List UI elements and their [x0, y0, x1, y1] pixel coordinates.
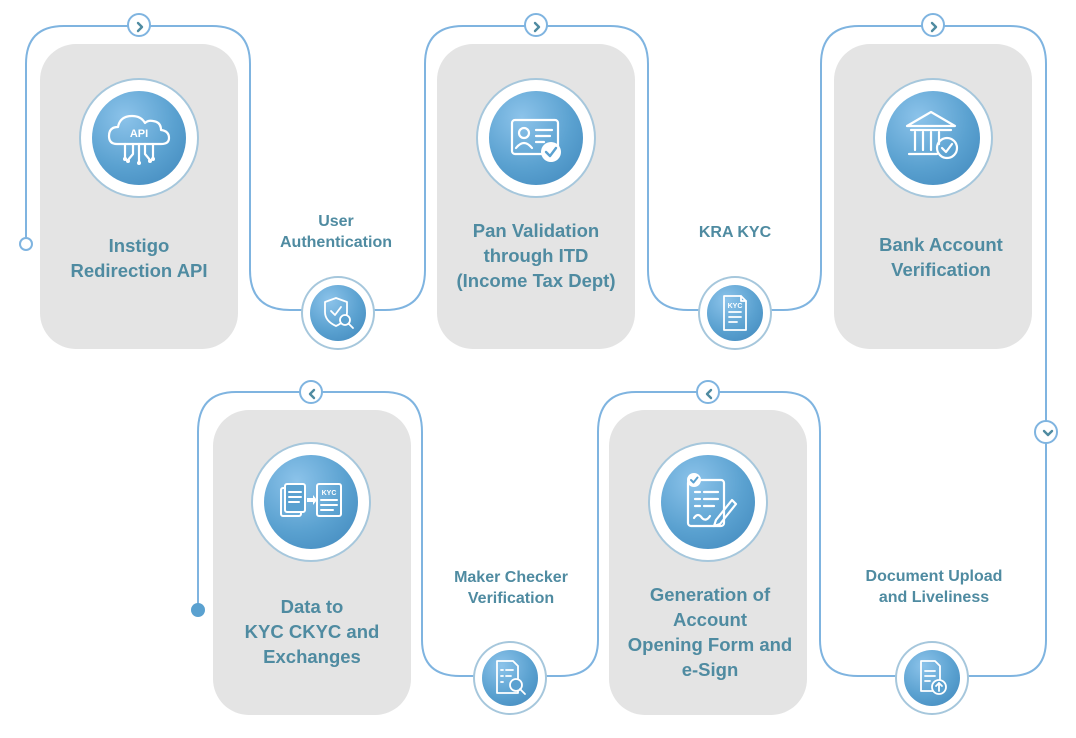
kyc-document-icon: KYC [700, 278, 770, 348]
arrow-right-icon [524, 13, 548, 37]
document-upload-icon [897, 643, 967, 713]
title-bank-verification: Bank Account Verification [879, 234, 1003, 280]
id-card-check-icon [478, 80, 594, 196]
svg-text:KYC: KYC [322, 490, 337, 497]
label-kra-kyc: KRA KYC [698, 224, 772, 241]
api-cloud-icon: API [81, 80, 197, 196]
title-instigo: Instigo Redirection API [70, 235, 208, 281]
label-document-upload: Document Upload and Liveliness [865, 568, 1003, 606]
arrow-right-icon [127, 13, 151, 37]
arrow-left-icon [696, 380, 720, 404]
title-pan-validation: Pan Validation through ITD (Income Tax D… [456, 220, 616, 291]
form-pen-icon [650, 444, 766, 560]
shield-search-icon [303, 278, 373, 348]
svg-text:API: API [130, 128, 148, 140]
title-generation: Generation of Account Opening Form and e… [627, 584, 793, 680]
label-maker-checker: Maker Checker Verification [454, 569, 568, 607]
arrow-right-icon [921, 13, 945, 37]
title-data-kyc: Data to KYC CKYC and Exchanges [244, 596, 380, 667]
label-user-authentication: User Authentication [280, 213, 392, 251]
document-search-icon [475, 643, 545, 713]
svg-text:KYC: KYC [728, 303, 743, 310]
documents-transfer-kyc-icon: KYC [253, 444, 369, 560]
arrow-left-icon [299, 380, 323, 404]
bank-check-icon [875, 80, 991, 196]
arrow-down-icon [1034, 420, 1058, 444]
